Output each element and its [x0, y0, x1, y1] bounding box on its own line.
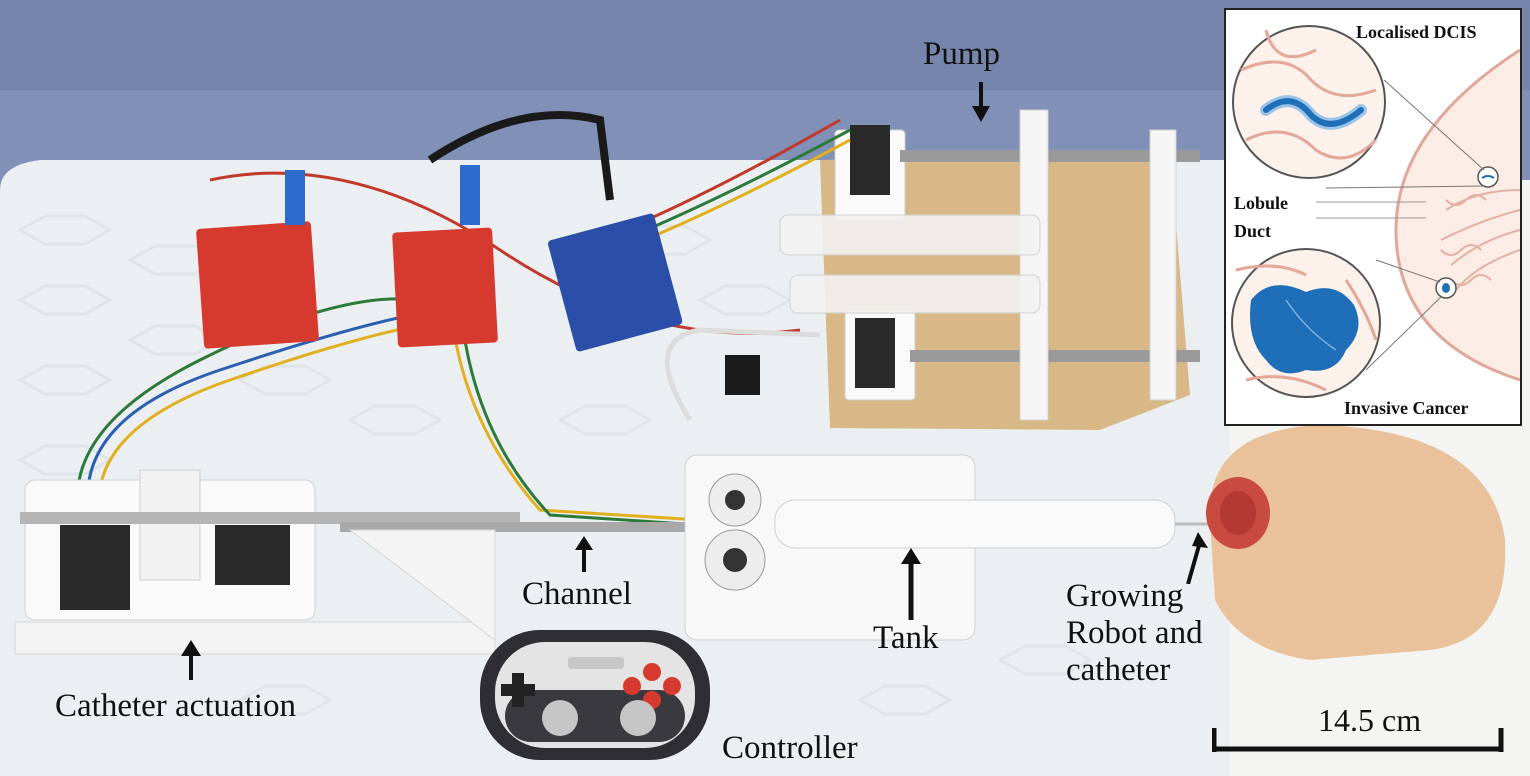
lobule-label: Lobule: [1234, 193, 1289, 213]
growing-robot-line-1: Growing: [1066, 578, 1184, 614]
pump-arrow: [972, 82, 990, 122]
growing-robot-label: Growing Robot and catheter: [1066, 578, 1203, 689]
controller-label: Controller: [722, 730, 858, 766]
scale-bar: [1212, 728, 1504, 752]
anatomy-diagram: [1231, 25, 1520, 398]
growing-robot-line-2: Robot and: [1066, 614, 1203, 651]
catheter-actuation-label: Catheter actuation: [55, 688, 296, 724]
catheter-actuation-arrow: [181, 640, 201, 680]
duct-label: Duct: [1234, 221, 1271, 241]
growing-robot-line-3: catheter: [1066, 651, 1171, 688]
channel-arrow: [575, 536, 593, 572]
localised-dcis-label: Localised DCIS: [1356, 22, 1477, 42]
anatomy-inset: Localised DCIS Lobule Duct Invasive Canc…: [1224, 8, 1522, 426]
channel-label: Channel: [522, 576, 632, 612]
growing-robot-arrow: [1186, 532, 1208, 584]
tank-label: Tank: [873, 620, 939, 656]
tank-arrow: [901, 548, 921, 620]
scale-bar-label: 14.5 cm: [1318, 702, 1422, 738]
invasive-cancer-label: Invasive Cancer: [1344, 398, 1469, 418]
pump-label: Pump: [923, 36, 1001, 72]
